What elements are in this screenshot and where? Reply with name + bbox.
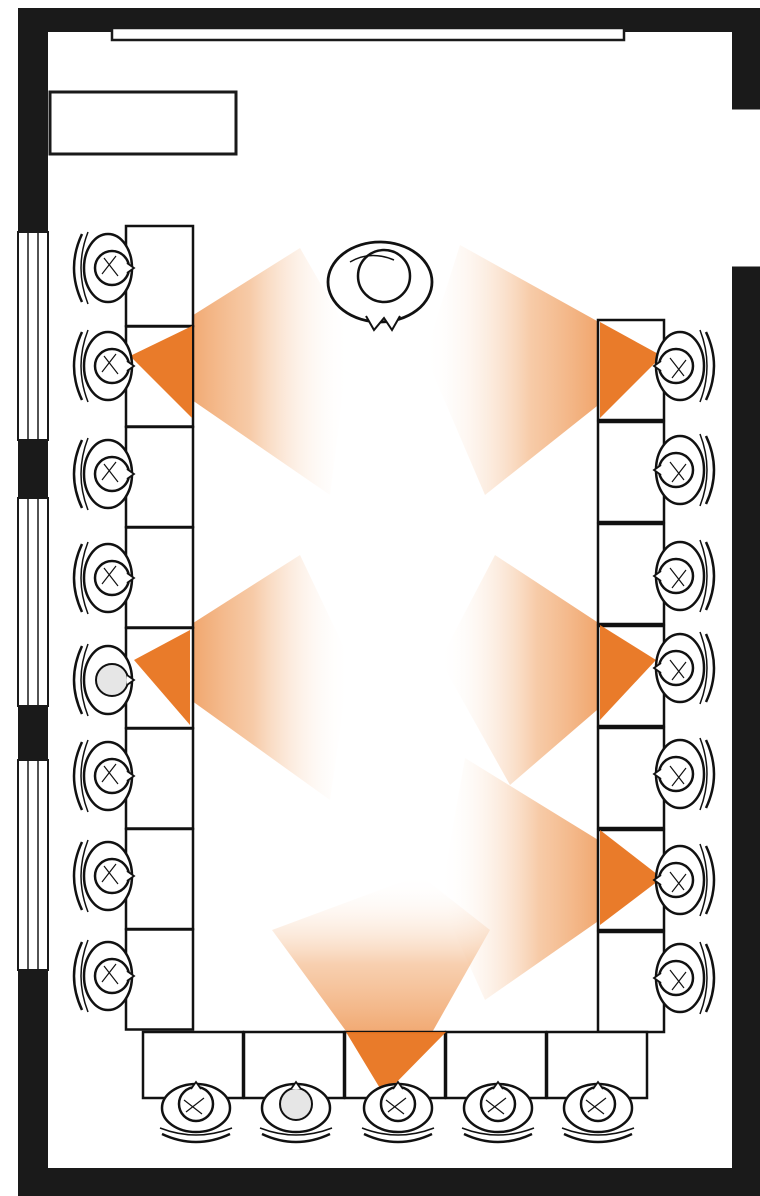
person-top-view-icon	[652, 737, 716, 811]
sightline-cone	[440, 758, 660, 1000]
sightline-cone-core	[600, 322, 662, 418]
sightline-cone-core	[346, 1032, 446, 1095]
sightline-cone	[440, 555, 655, 785]
sightline-cone	[128, 248, 350, 495]
person-top-view-icon	[72, 839, 136, 913]
person-top-view-icon	[72, 231, 136, 305]
sightline-cone	[135, 555, 350, 800]
desk-icon	[596, 930, 666, 1034]
person-top-view-icon	[72, 939, 136, 1013]
sightline-cone	[425, 245, 660, 495]
sightline-cone-core	[130, 326, 192, 418]
person-top-view-icon	[652, 329, 716, 403]
person-top-view-icon	[652, 539, 716, 613]
desk-icon	[124, 827, 195, 931]
presenter-top-view-icon	[326, 240, 434, 332]
desk-icon	[545, 1030, 649, 1100]
person-top-view-icon	[72, 643, 136, 717]
desk-icon	[596, 420, 666, 524]
person-top-view-icon	[159, 1080, 233, 1144]
desk-icon	[124, 425, 195, 529]
desk-icon	[124, 928, 195, 1031]
desk-icon	[124, 526, 195, 629]
person-top-view-icon	[652, 433, 716, 507]
person-top-view-icon	[561, 1080, 635, 1144]
desk-icon	[596, 522, 666, 626]
person-top-view-icon	[72, 739, 136, 813]
person-top-view-icon	[72, 437, 136, 511]
desk-group	[124, 224, 666, 1100]
sightline-cone-core	[134, 630, 190, 725]
person-top-view-icon	[72, 541, 136, 615]
window-icon	[17, 231, 49, 971]
sightline-cone-core	[600, 625, 656, 720]
door-opening	[732, 108, 760, 268]
person-top-view-icon	[72, 329, 136, 403]
person-top-view-icon	[361, 1080, 435, 1144]
whiteboard-icon	[110, 26, 626, 42]
person-top-view-icon	[652, 941, 716, 1015]
person-top-view-icon	[652, 843, 716, 917]
person-top-view-icon	[652, 631, 716, 705]
person-top-view-icon	[259, 1080, 333, 1144]
desk-icon	[124, 224, 195, 328]
desk-icon	[124, 727, 195, 830]
teacher-desk	[48, 90, 238, 156]
sightline-cone	[272, 875, 490, 1098]
desk-icon	[596, 726, 666, 830]
sightline-cones	[128, 245, 662, 1098]
person-top-view-icon	[461, 1080, 535, 1144]
right-wall	[740, 268, 760, 1196]
people-group	[72, 231, 716, 1144]
room-walls	[18, 8, 760, 1196]
sightline-cone-core	[600, 830, 662, 925]
